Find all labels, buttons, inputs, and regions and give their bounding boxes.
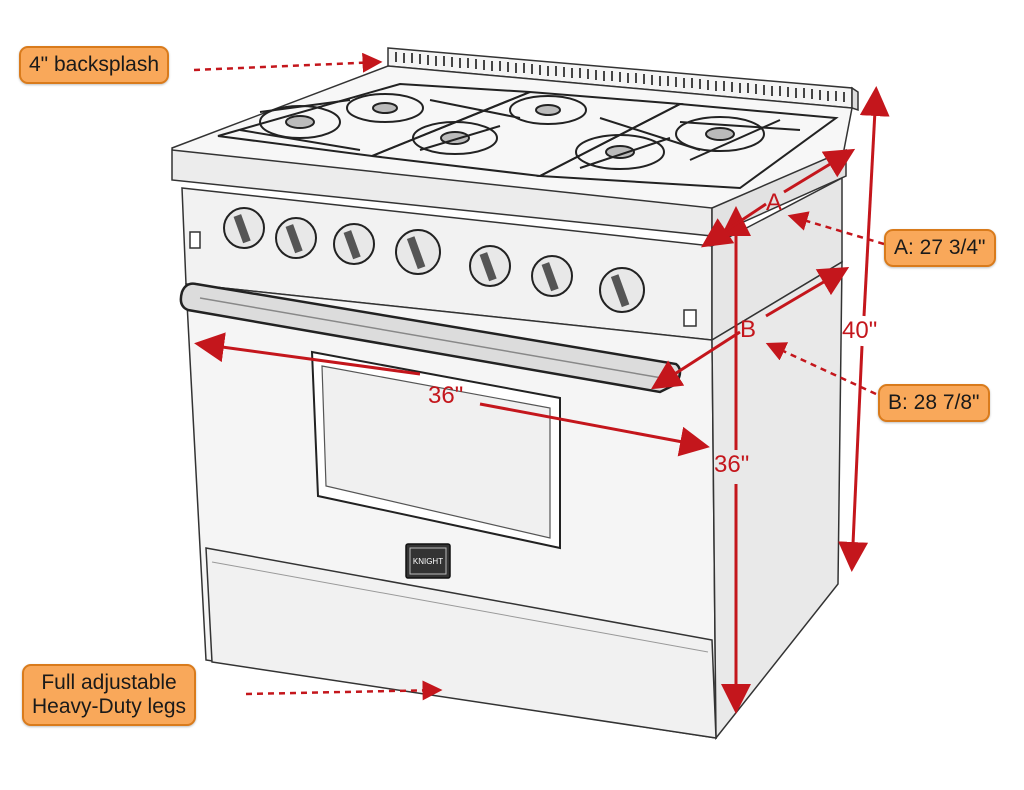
legs-callout: Full adjustable Heavy-Duty legs	[22, 664, 197, 726]
dimension-lines	[194, 86, 890, 714]
depth-b-line-bottom	[650, 330, 741, 390]
width-dimension-label: 36"	[428, 382, 464, 409]
width-dimension-line	[194, 332, 421, 376]
backsplash-callout: 4" backsplash	[19, 46, 170, 84]
depth-a-callout: A: 27 3/4"	[884, 229, 996, 267]
depth-a-leader	[787, 211, 885, 246]
legs-callout-line2: Heavy-Duty legs	[32, 695, 187, 718]
legs-callout-line1: Full adjustable	[41, 671, 177, 694]
kick-plate	[205, 547, 717, 739]
depth-b-callout: B: 28 7/8"	[878, 384, 990, 422]
depth-b-letter: B	[740, 316, 757, 343]
depth-a-callout-text: A: 27 3/4"	[894, 236, 986, 259]
control-knobs	[223, 207, 645, 313]
cooktop	[171, 65, 853, 238]
total-height-dimension-label: 40"	[842, 317, 878, 344]
depth-a-line-bottom	[701, 202, 767, 248]
width-dimension-line-right	[479, 402, 710, 457]
brand-logo-text: KNIGHT	[413, 557, 443, 566]
oven-window	[310, 350, 561, 550]
depth-a-letter: A	[766, 189, 783, 216]
leader-lines	[193, 52, 885, 701]
depth-b-line-top	[765, 266, 850, 318]
total-height-line-top	[859, 86, 890, 317]
depth-a-line-top	[783, 148, 856, 194]
burner-grates	[217, 82, 839, 190]
depth-b-leader	[765, 342, 877, 396]
total-height-line-bottom	[838, 345, 869, 572]
backsplash	[387, 47, 859, 112]
backsplash-leader	[193, 52, 383, 73]
depth-b-callout-text: B: 28 7/8"	[888, 391, 980, 414]
body-height-dimension-label: 36"	[714, 451, 750, 478]
brand-badge: KNIGHT	[405, 543, 451, 579]
backsplash-callout-text: 4" backsplash	[29, 53, 160, 76]
